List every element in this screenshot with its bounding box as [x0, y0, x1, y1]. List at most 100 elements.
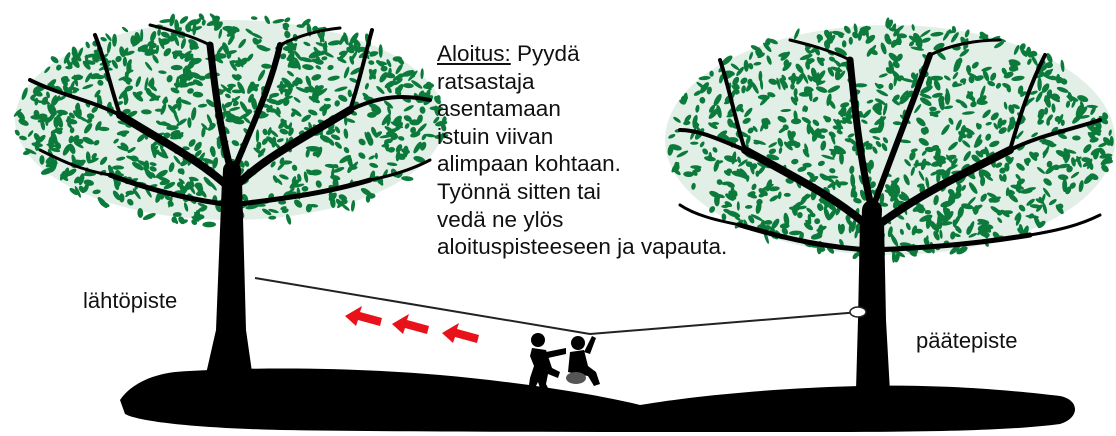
leaf — [961, 184, 966, 191]
leaf — [751, 183, 757, 191]
leaf — [187, 117, 192, 128]
leaf — [334, 86, 348, 92]
leaf — [256, 141, 262, 150]
leaf — [27, 130, 34, 137]
leaf — [933, 42, 945, 51]
leaf — [290, 111, 296, 117]
leaf — [327, 138, 335, 146]
leaf — [1028, 213, 1034, 219]
leaf — [736, 201, 740, 211]
leaf — [170, 64, 183, 71]
leaf — [69, 127, 75, 134]
leaf — [1002, 173, 1007, 183]
leaf — [45, 118, 49, 126]
leaf — [127, 146, 136, 154]
leaf — [885, 184, 891, 191]
leaf — [790, 118, 802, 125]
leaf — [209, 122, 216, 128]
leaf — [911, 225, 918, 236]
leaf — [735, 103, 743, 112]
leaf — [941, 169, 946, 180]
leaf — [1056, 86, 1069, 93]
leaf — [726, 182, 735, 188]
leaf — [305, 75, 312, 87]
leaf — [783, 141, 793, 151]
leaf — [1019, 188, 1033, 194]
leaf — [752, 125, 758, 133]
leaf — [155, 169, 168, 179]
leaf — [1087, 158, 1093, 170]
leaf — [172, 50, 179, 60]
leaf — [903, 174, 910, 186]
leaf — [976, 100, 988, 106]
leaf — [402, 145, 409, 157]
leaf — [1016, 130, 1024, 139]
leaf — [788, 75, 800, 82]
leaf — [975, 150, 984, 158]
leaf — [964, 203, 975, 210]
leaf — [849, 165, 855, 174]
leaf — [939, 229, 943, 239]
leaf — [708, 104, 716, 113]
leaf — [842, 105, 847, 117]
leaf — [699, 141, 705, 148]
leaf — [1108, 129, 1112, 136]
leaf — [403, 115, 412, 122]
leaf — [970, 101, 977, 108]
leaf — [882, 102, 888, 116]
leaf — [771, 218, 780, 229]
leaf — [214, 53, 227, 59]
leaf — [909, 250, 917, 257]
leaf — [189, 177, 195, 188]
leaf — [58, 95, 66, 101]
leaf — [818, 57, 825, 63]
leaf — [33, 133, 41, 142]
instructions-line: vedä ne ylös — [437, 206, 564, 232]
leaf — [52, 95, 61, 107]
leaf — [358, 152, 366, 159]
leaf — [126, 69, 134, 73]
leaf — [1051, 126, 1059, 133]
leaf — [892, 61, 900, 69]
leaf — [167, 200, 174, 207]
leaf — [1066, 165, 1073, 173]
leaf — [1090, 175, 1099, 180]
leaf — [66, 116, 72, 126]
leaf — [85, 151, 91, 164]
leaf — [706, 86, 712, 95]
leaf — [192, 91, 204, 98]
leaf — [1077, 95, 1089, 103]
leaf — [853, 23, 858, 34]
leaf — [866, 47, 873, 57]
leaf — [1031, 132, 1039, 138]
leaf — [296, 24, 305, 28]
leaf — [696, 81, 707, 90]
leaf — [952, 71, 959, 80]
leaf — [268, 215, 277, 220]
leaf — [726, 210, 741, 218]
leaf — [293, 97, 301, 103]
leaf — [374, 152, 378, 160]
leaf — [852, 252, 859, 260]
leaf — [126, 59, 132, 69]
leaf — [126, 110, 138, 118]
leaf — [760, 121, 766, 132]
leaf — [332, 167, 345, 173]
leaf — [913, 162, 927, 167]
leaf — [872, 146, 878, 154]
leaf — [216, 45, 224, 55]
leaf — [782, 62, 792, 72]
leaf — [74, 186, 81, 198]
leaf — [280, 53, 287, 60]
leaf — [150, 31, 157, 42]
leaf — [22, 149, 32, 156]
leaf — [261, 208, 272, 216]
leaf — [881, 143, 888, 152]
leaf — [1083, 144, 1092, 154]
leaf — [807, 58, 815, 63]
leaf — [160, 31, 170, 38]
leaf — [143, 160, 150, 172]
leaf — [840, 62, 848, 67]
leaf — [347, 89, 352, 98]
leaf — [1018, 204, 1026, 212]
